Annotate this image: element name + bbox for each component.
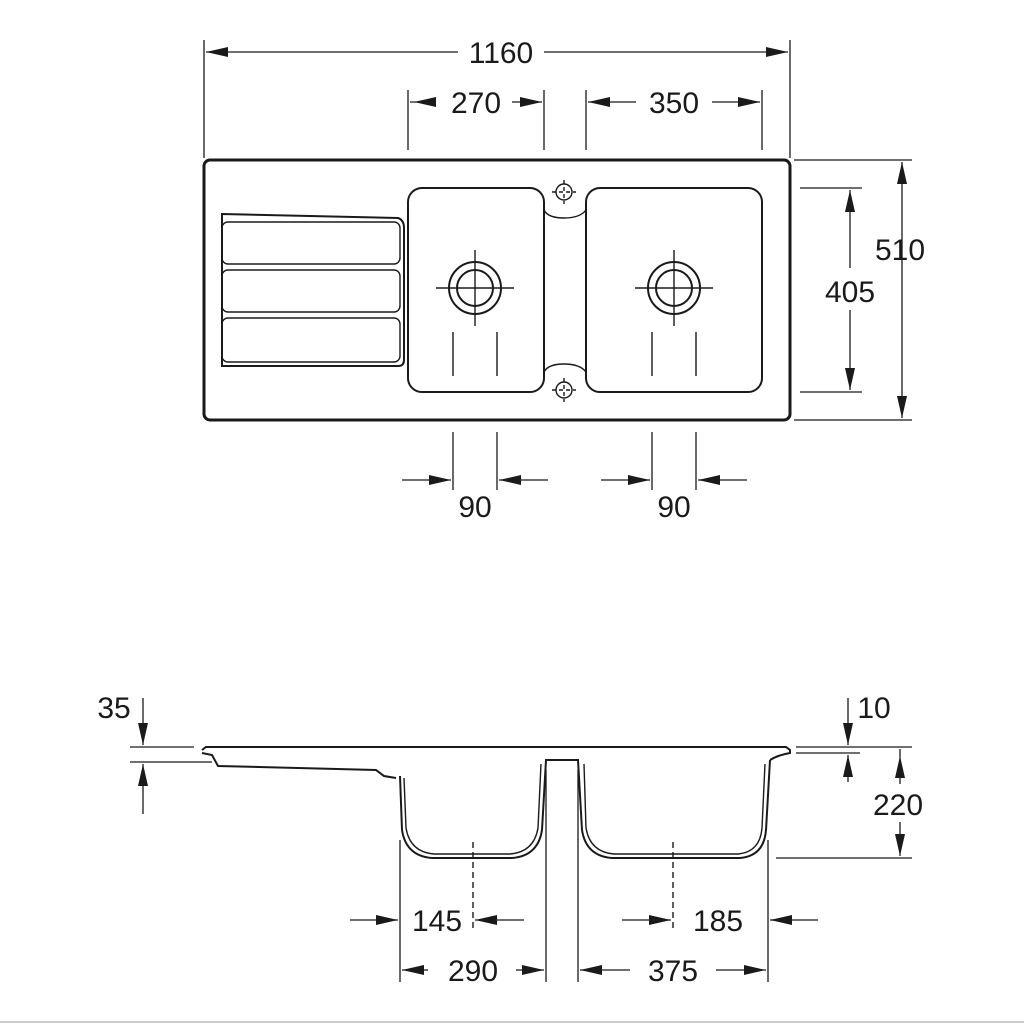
left-bowl — [407, 187, 545, 393]
dim-left-drain-offset: 90 — [402, 432, 548, 524]
bowl-bridge — [543, 363, 587, 373]
section-view: 35 10 220 145 — [97, 692, 923, 988]
dim-label-section-large-bowl-width: 375 — [648, 955, 698, 988]
dim-label-overall-width: 1160 — [469, 37, 534, 70]
dim-label-bowl-depth: 405 — [825, 276, 875, 309]
dim-flange-thickness: 10 — [796, 692, 891, 782]
left-bowl-inner — [403, 763, 542, 855]
dim-rim-height: 35 — [97, 692, 212, 814]
sink-underside — [201, 752, 397, 779]
dim-label-right-drain-offset: 90 — [657, 491, 690, 524]
drain-groove — [221, 221, 401, 265]
dim-label-small-bowl-width: 270 — [451, 87, 501, 120]
dim-label-large-bowl-width: 350 — [649, 87, 699, 120]
drain-groove — [221, 269, 401, 313]
dim-label-flange-thickness: 10 — [857, 692, 890, 725]
right-bowl — [585, 187, 763, 393]
dim-label-section-small-bowl-width: 290 — [448, 955, 498, 988]
dim-label-left-drain-offset: 90 — [458, 491, 491, 524]
dim-large-bowl-width: 350 — [585, 87, 763, 150]
dim-label-section-right-drain-offset: 185 — [693, 905, 743, 938]
dim-section-left-drain-offset: 145 — [350, 905, 524, 938]
dim-label-section-left-drain-offset: 145 — [412, 905, 462, 938]
tap-hole-bottom — [552, 378, 576, 402]
dim-overall-width: 1160 — [203, 37, 791, 158]
right-drain — [635, 250, 713, 376]
dim-section-small-bowl-width: 290 — [399, 770, 547, 988]
right-bowl-inner — [583, 763, 766, 855]
bowl-bridge — [543, 209, 587, 219]
top-view: 1160 270 350 51 — [202, 37, 925, 524]
dim-section-bowl-depth: 220 — [776, 746, 923, 859]
dim-overall-depth: 510 — [794, 159, 925, 421]
dim-label-rim-height: 35 — [97, 692, 130, 725]
dim-small-bowl-width: 270 — [407, 87, 545, 150]
drain-groove — [221, 317, 401, 363]
dim-bowl-depth: 405 — [800, 187, 875, 393]
drainboard — [221, 212, 405, 367]
drainboard-outline — [221, 212, 405, 367]
left-drain — [436, 250, 514, 376]
dim-label-overall-depth: 510 — [875, 234, 925, 267]
dim-section-large-bowl-width: 375 — [577, 770, 769, 988]
dim-right-drain-offset: 90 — [601, 432, 747, 524]
dim-label-section-bowl-depth: 220 — [873, 789, 923, 822]
dim-section-right-drain-offset: 185 — [622, 905, 818, 938]
tap-hole-top — [552, 180, 576, 204]
sink-flange — [201, 746, 791, 761]
sink-outline — [202, 158, 792, 422]
